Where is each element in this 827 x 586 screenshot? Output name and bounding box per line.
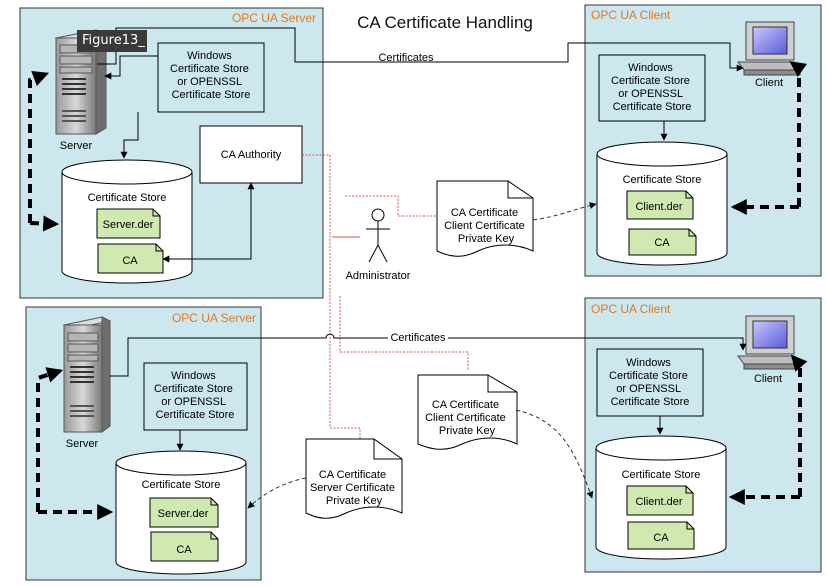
key-doc-server-bottom-text: CA Certificate Server Certificate Privat… [310,469,398,507]
key-doc-server-bottom [305,438,403,519]
windows-store-client-top [598,54,706,122]
panel-title-server-bottom: OPC UA Server [172,311,256,325]
server-icon-bottom [62,316,112,433]
cert-store-label-client-top: Certificate Store [623,174,702,186]
key-doc-client-top-text: CA Certificate Client Certificate Privat… [444,207,528,245]
client-label-top: Client [755,77,783,89]
panel-title-client-bottom: OPC UA Client [591,302,671,316]
administrator-label: Administrator [346,270,411,282]
admin-distribution-lines [302,154,469,440]
ca-file-client-top [628,228,697,256]
server-label-bottom: Server [66,438,99,450]
panel-title-client-top: OPC UA Client [591,8,671,22]
server-der-file-bottom [149,497,219,528]
client-der-file-bottom [626,485,694,516]
server-der-file-top [96,208,161,239]
windows-store-text-client-top: Windows Certificate Store or OPENSSL Cer… [611,62,693,113]
windows-store-server-bottom [143,362,248,431]
cert-store-label-client-bottom: Certificate Store [622,469,701,481]
panel-title-server-top: OPC UA Server [232,11,316,25]
ca-file-server-bottom [150,531,219,562]
certificates-label-top: Certificates [378,52,434,64]
figure-tag: Figure13_ [77,30,147,52]
ca-authority-box [199,125,303,184]
server-label-top: Server [60,140,93,152]
ca-label-client-top: CA [654,237,670,249]
windows-store-text-server-top: Windows Certificate Store or OPENSSL Cer… [170,50,252,101]
key-doc-client-bottom-text: CA Certificate Client Certificate Privat… [425,399,509,437]
cert-store-label-server-top: Certificate Store [88,192,167,204]
ca-label-server-bottom: CA [176,544,192,556]
client-der-label-top: Client.der [635,201,682,213]
client-der-file-top [626,190,694,220]
server-der-label-top: Server.der [103,219,154,231]
windows-store-server-top [157,42,265,113]
diagram-title: CA Certificate Handling [357,13,533,32]
key-doc-client-bottom [417,374,518,450]
server-der-label-bottom: Server.der [158,508,209,520]
ca-file-client-bottom [627,521,695,550]
client-label-bottom: Client [754,373,782,385]
bold-loop-arrows [28,61,808,520]
key-doc-client-top [436,180,534,257]
ca-authority-label: CA Authority [221,149,282,161]
ca-label-client-bottom: CA [653,532,669,544]
administrator-icon [366,208,390,263]
cert-store-label-server-bottom: Certificate Store [142,479,221,491]
client-icon-bottom [737,315,801,370]
certificates-label-bottom: Certificates [390,332,446,344]
windows-store-text-client-bottom: Windows Certificate Store or OPENSSL Cer… [609,357,691,408]
key-delivery-arrows [247,202,597,509]
ca-label-server-top: CA [122,255,138,267]
windows-store-client-bottom [596,348,704,417]
client-der-label-bottom: Client.der [635,496,682,508]
windows-store-text-server-bottom: Windows Certificate Store or OPENSSL Cer… [154,370,236,421]
client-icon-top [737,21,801,76]
